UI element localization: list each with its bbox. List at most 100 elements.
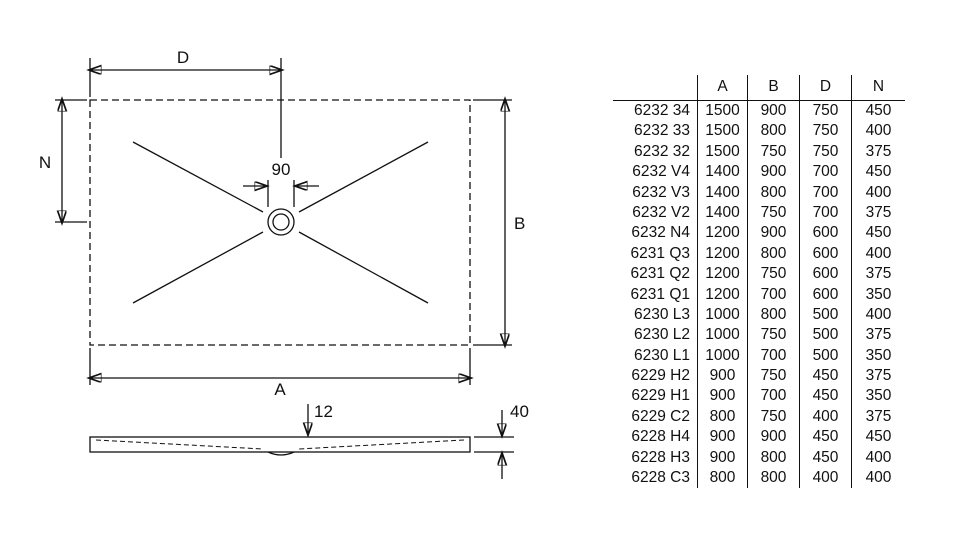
value-n-cell: 400 <box>851 447 905 469</box>
header-a: A <box>697 75 747 100</box>
header-model-blank <box>613 75 697 100</box>
table-body: 6232 34 1500 900 750 450 6232 33 1500 80… <box>613 101 905 489</box>
value-d-cell: 500 <box>799 325 851 346</box>
value-d-cell: 600 <box>799 223 851 244</box>
dimension-drain-90: 90 <box>243 160 319 207</box>
value-a-cell: 1000 <box>697 325 747 346</box>
dim-a-label: A <box>274 380 286 399</box>
model-number-cell: 6232 V2 <box>632 203 690 221</box>
table-row: 6232 N4 1200 900 600 450 <box>613 223 905 244</box>
value-n-cell: 350 <box>851 345 905 367</box>
model-number-cell: 6232 V4 <box>632 163 690 181</box>
value-b-cell: 750 <box>747 141 799 163</box>
value-b-cell: 700 <box>747 386 799 407</box>
value-n-cell: 350 <box>851 284 905 305</box>
value-b-cell: 700 <box>747 284 799 305</box>
table-row: 6229 C2 800 750 400 375 <box>613 406 905 428</box>
model-number-cell: 6232 33 <box>633 122 690 140</box>
model-number-cell: 6229 H1 <box>631 387 690 405</box>
value-a-cell: 1200 <box>697 264 747 285</box>
dim-drain-label: 90 <box>272 160 291 179</box>
model-number-cell: 6232 32 <box>633 142 690 160</box>
value-d-cell: 450 <box>799 447 851 469</box>
value-d-cell: 450 <box>799 386 851 407</box>
value-n-cell: 400 <box>851 304 905 326</box>
profile-slope-lines <box>95 439 465 450</box>
value-d-cell: 700 <box>799 182 851 203</box>
value-b-cell: 750 <box>747 325 799 346</box>
value-n-cell: 375 <box>851 406 905 428</box>
model-number-cell: 6230 L2 <box>633 326 690 344</box>
value-b-cell: 900 <box>747 101 799 122</box>
value-d-cell: 600 <box>799 264 851 285</box>
value-d-cell: 450 <box>799 366 851 387</box>
value-a-cell: 1400 <box>697 182 747 203</box>
table-row: 6232 33 1500 800 750 400 <box>613 121 905 142</box>
value-b-cell: 800 <box>747 304 799 326</box>
value-a-cell: 800 <box>697 468 747 489</box>
model-number-cell: 6229 H2 <box>631 367 690 385</box>
table-row: 6232 V2 1400 750 700 375 <box>613 202 905 224</box>
value-n-cell: 375 <box>851 264 905 285</box>
value-b-cell: 900 <box>747 223 799 244</box>
value-n-cell: 375 <box>851 141 905 163</box>
drain-recess <box>267 451 295 456</box>
header-b: B <box>747 75 799 100</box>
value-a-cell: 900 <box>697 447 747 469</box>
table-row: 6229 H2 900 750 450 375 <box>613 366 905 387</box>
table-row: 6231 Q1 1200 700 600 350 <box>613 284 905 305</box>
dim-n-label: N <box>39 153 51 172</box>
tray-profile <box>89 436 471 453</box>
value-d-cell: 450 <box>799 427 851 448</box>
table-row: 6228 H4 900 900 450 450 <box>613 427 905 448</box>
value-a-cell: 1500 <box>697 121 747 142</box>
header-d: D <box>799 75 851 100</box>
dimension-b: B <box>473 100 525 345</box>
value-n-cell: 400 <box>851 121 905 142</box>
value-a-cell: 1200 <box>697 243 747 265</box>
value-n-cell: 375 <box>851 202 905 224</box>
value-b-cell: 800 <box>747 468 799 489</box>
value-b-cell: 750 <box>747 264 799 285</box>
value-b-cell: 800 <box>747 182 799 203</box>
model-number-cell: 6228 H3 <box>631 448 690 466</box>
value-n-cell: 450 <box>851 223 905 244</box>
table-row: 6231 Q3 1200 800 600 400 <box>613 243 905 265</box>
value-a-cell: 1000 <box>697 345 747 367</box>
table-row: 6232 34 1500 900 750 450 <box>613 101 905 122</box>
model-number-cell: 6228 H4 <box>631 428 690 446</box>
model-number-cell: 6231 Q2 <box>630 265 690 283</box>
dimension-d: D <box>90 48 281 158</box>
value-a-cell: 900 <box>697 427 747 448</box>
model-number-cell: 6232 34 <box>633 102 690 119</box>
value-b-cell: 750 <box>747 406 799 428</box>
table-row: 6231 Q2 1200 750 600 375 <box>613 264 905 285</box>
model-number-cell: 6230 L1 <box>633 346 690 364</box>
table-row: 6230 L1 1000 700 500 350 <box>613 345 905 367</box>
value-b-cell: 800 <box>747 447 799 469</box>
value-d-cell: 600 <box>799 243 851 265</box>
value-d-cell: 500 <box>799 345 851 367</box>
dim-d-label: D <box>177 48 189 67</box>
value-b-cell: 750 <box>747 202 799 224</box>
dimension-40: 40 <box>474 402 529 479</box>
value-a-cell: 1200 <box>697 284 747 305</box>
dim-12-label: 12 <box>314 402 333 421</box>
drain-inner-circle <box>272 213 290 231</box>
value-a-cell: 1500 <box>697 141 747 163</box>
dim-40-label: 40 <box>510 402 529 421</box>
value-d-cell: 750 <box>799 121 851 142</box>
value-n-cell: 450 <box>851 427 905 448</box>
header-n: N <box>851 75 905 100</box>
model-number-cell: 6232 V3 <box>632 183 690 201</box>
value-d-cell: 700 <box>799 162 851 183</box>
value-d-cell: 400 <box>799 406 851 428</box>
value-n-cell: 450 <box>851 162 905 183</box>
value-n-cell: 400 <box>851 182 905 203</box>
value-b-cell: 750 <box>747 366 799 387</box>
model-number-cell: 6232 N4 <box>631 224 690 242</box>
model-number-cell: 6231 Q1 <box>630 285 690 303</box>
value-d-cell: 600 <box>799 284 851 305</box>
table-row: 6232 V3 1400 800 700 400 <box>613 182 905 203</box>
